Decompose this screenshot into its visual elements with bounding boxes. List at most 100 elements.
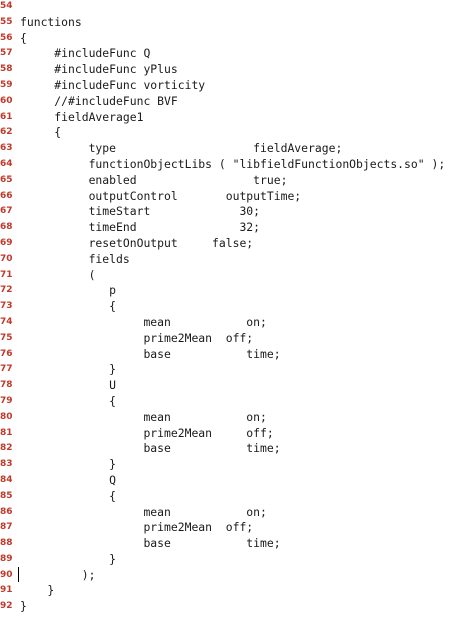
code-line[interactable]: 66 outputControl outputTime; [0,189,470,205]
code-line[interactable]: 85 { [0,489,470,505]
code-text: U [20,378,117,393]
code-text: p [20,283,117,298]
code-line[interactable]: 71 ( [0,268,470,284]
code-text: Q [20,472,117,487]
code-line[interactable]: 67 timeStart 30; [0,204,470,220]
line-number: 62 [0,127,13,138]
code-line[interactable]: 78 U [0,378,470,394]
code-line[interactable]: 75 prime2Mean off; [0,331,470,347]
code-text: prime2Mean off; [20,425,274,440]
code-line[interactable]: 74 mean on; [0,315,470,331]
code-text: #includeFunc Q [20,46,151,61]
code-line[interactable]: 54 [0,0,470,15]
line-number: 68 [0,222,13,233]
code-line[interactable]: 87 prime2Mean off; [0,520,470,536]
code-line[interactable]: 82 base time; [0,441,470,457]
code-line[interactable]: 88 base time; [0,536,470,552]
line-number: 85 [0,490,13,501]
code-line[interactable]: 77 } [0,362,470,378]
code-text: mean on; [20,504,267,519]
code-text: prime2Mean off; [20,330,254,345]
code-line[interactable]: 61 fieldAverage1 [0,110,470,126]
line-number: 92 [0,601,13,612]
line-number: 63 [0,143,13,154]
line-number: 70 [0,253,13,264]
code-line[interactable]: 90 ); [0,568,470,584]
code-line[interactable]: 83 } [0,457,470,473]
code-text: base time; [20,536,281,551]
line-number: 83 [0,459,13,470]
text-cursor [18,567,19,582]
line-number: 91 [0,585,13,596]
line-number: 74 [0,316,13,327]
code-line[interactable]: 81 prime2Mean off; [0,426,470,442]
code-text: fields [20,251,130,266]
code-text: { [20,299,117,314]
code-line[interactable]: 60 //#includeFunc BVF [0,94,470,110]
code-line[interactable]: 76 base time; [0,347,470,363]
code-line[interactable]: 68 timeEnd 32; [0,220,470,236]
code-text: resetOnOutput false; [20,235,254,250]
code-line[interactable]: 73 { [0,299,470,315]
code-line[interactable]: 86 mean on; [0,505,470,521]
code-text: } [20,457,117,472]
code-text: //#includeFunc BVF [20,93,178,108]
line-number: 88 [0,538,13,549]
code-line[interactable]: 63 type fieldAverage; [0,141,470,157]
code-line[interactable]: 56{ [0,31,470,47]
code-text: enabled true; [20,172,288,187]
code-text: outputControl outputTime; [20,188,302,203]
line-number: 72 [0,285,13,296]
code-text: { [20,393,117,408]
code-text: functionObjectLibs ( "libfieldFunctionOb… [20,156,446,171]
code-line[interactable]: 91 } [0,583,470,599]
line-number: 89 [0,553,13,564]
line-number: 87 [0,522,13,533]
code-text: mean on; [20,409,267,424]
line-number: 67 [0,206,13,217]
code-text: } [20,599,27,614]
line-number: 64 [0,158,13,169]
code-text: base time; [20,346,281,361]
code-text: { [20,488,117,503]
code-line[interactable]: 69 resetOnOutput false; [0,236,470,252]
code-text: mean on; [20,314,267,329]
line-number: 54 [0,1,13,11]
code-text: #includeFunc vorticity [20,77,206,92]
line-number: 80 [0,411,13,422]
code-line[interactable]: 62 { [0,125,470,141]
code-line[interactable]: 65 enabled true; [0,173,470,189]
code-line[interactable]: 79 { [0,394,470,410]
line-number: 86 [0,506,13,517]
code-line[interactable]: 84 Q [0,473,470,489]
code-line[interactable]: 64 functionObjectLibs ( "libfieldFunctio… [0,157,470,173]
code-line[interactable]: 72 p [0,283,470,299]
code-text: timeEnd 32; [20,220,261,235]
line-number: 75 [0,332,13,343]
code-line[interactable]: 80 mean on; [0,410,470,426]
line-number: 66 [0,190,13,201]
line-number: 90 [0,569,13,580]
line-number: 58 [0,64,13,75]
code-text: prime2Mean off; [20,520,254,535]
line-number: 77 [0,364,13,375]
code-line[interactable]: 59 #includeFunc vorticity [0,78,470,94]
code-text: functions [20,14,82,29]
code-line[interactable]: 70 fields [0,252,470,268]
code-line[interactable]: 58 #includeFunc yPlus [0,62,470,78]
line-number: 56 [0,32,13,43]
line-number: 57 [0,48,13,59]
line-number: 65 [0,174,13,185]
code-text: timeStart 30; [20,204,261,219]
code-line[interactable]: 89 } [0,552,470,568]
code-text: ); [20,567,96,582]
code-text: fieldAverage1 [20,109,144,124]
code-text: #includeFunc yPlus [20,62,178,77]
code-line[interactable]: 92} [0,599,470,615]
code-line[interactable]: 57 #includeFunc Q [0,46,470,62]
line-number: 81 [0,427,13,438]
line-number: 71 [0,269,13,280]
